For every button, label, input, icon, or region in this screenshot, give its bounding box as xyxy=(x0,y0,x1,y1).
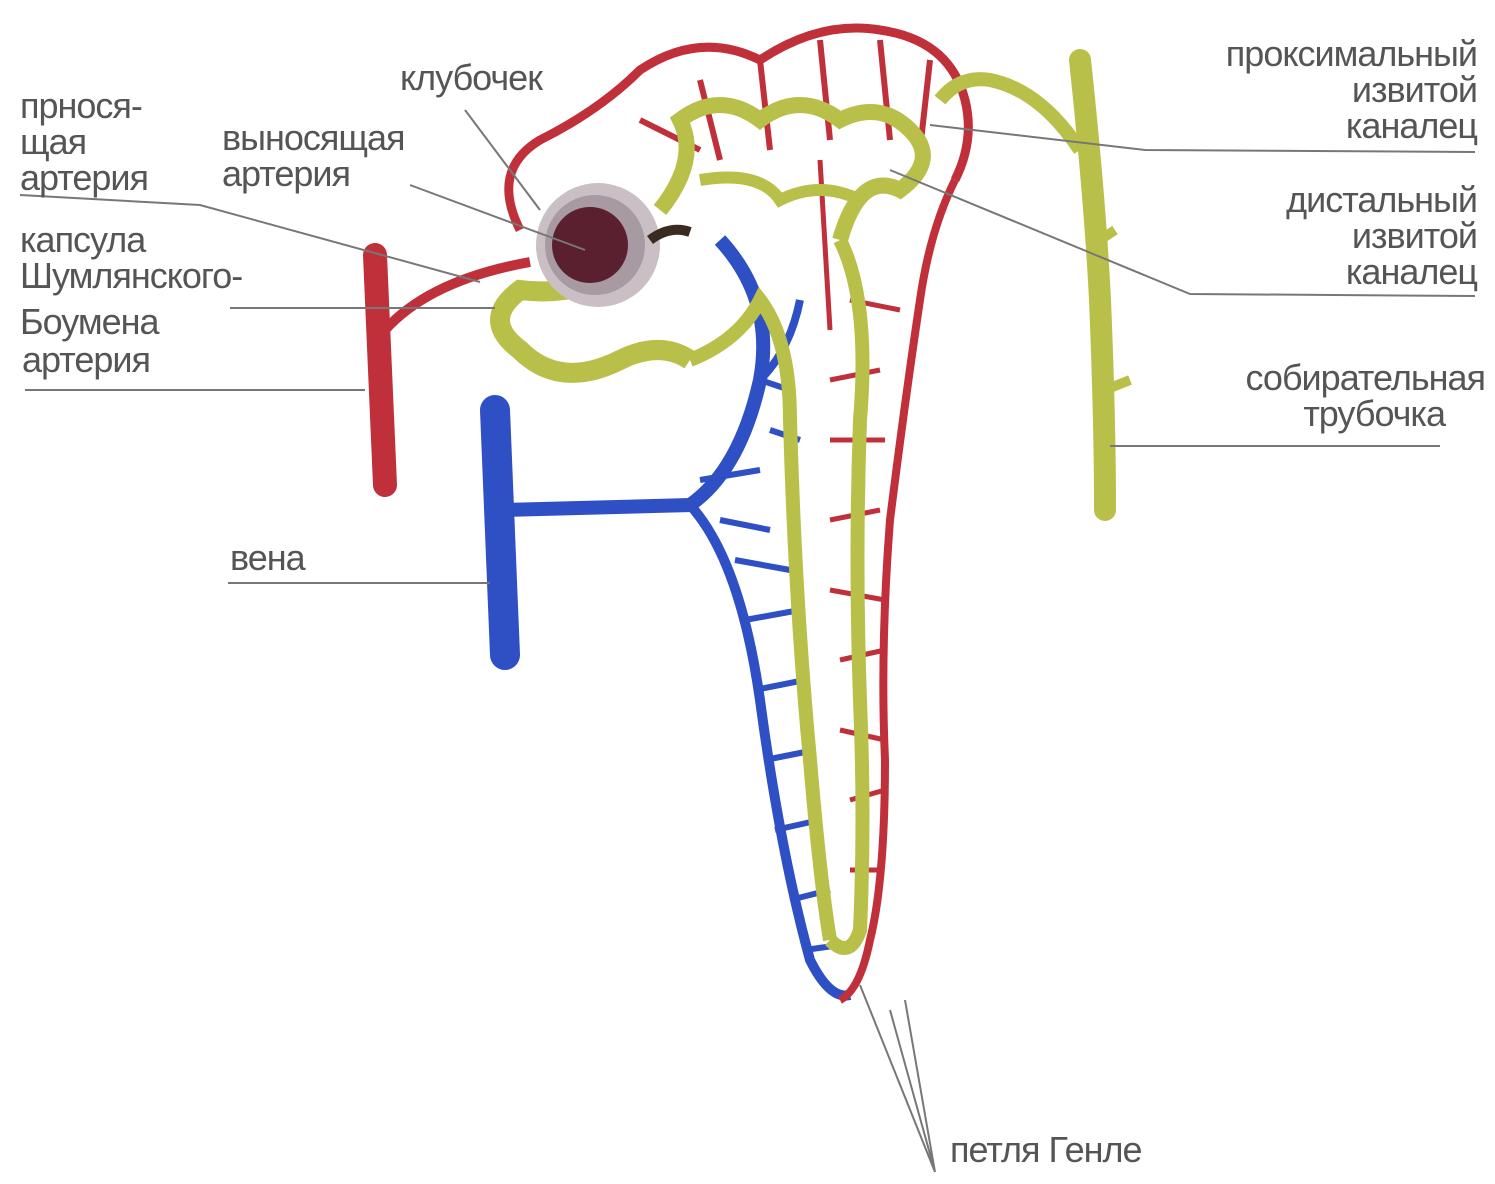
label-efferent-artery: выносящая артерия xyxy=(222,120,405,192)
artery-vessel xyxy=(375,28,968,1000)
label-proximal-tubule: проксимальный извитой каналец xyxy=(1226,36,1477,144)
label-glomerulus: клубочек xyxy=(400,60,542,96)
label-collecting-duct: собирательная трубочка xyxy=(1246,360,1485,432)
label-vein: вена xyxy=(230,540,305,576)
label-artery: артерия xyxy=(22,342,150,378)
label-capsule: капсула Шумлянского- Боумена xyxy=(20,222,242,340)
label-distal-tubule: дистальный извитой каналец xyxy=(1286,182,1477,290)
label-afferent-artery: прнося- щая артерия xyxy=(20,88,148,196)
label-loop-of-henle: петля Генле xyxy=(950,1132,1142,1168)
